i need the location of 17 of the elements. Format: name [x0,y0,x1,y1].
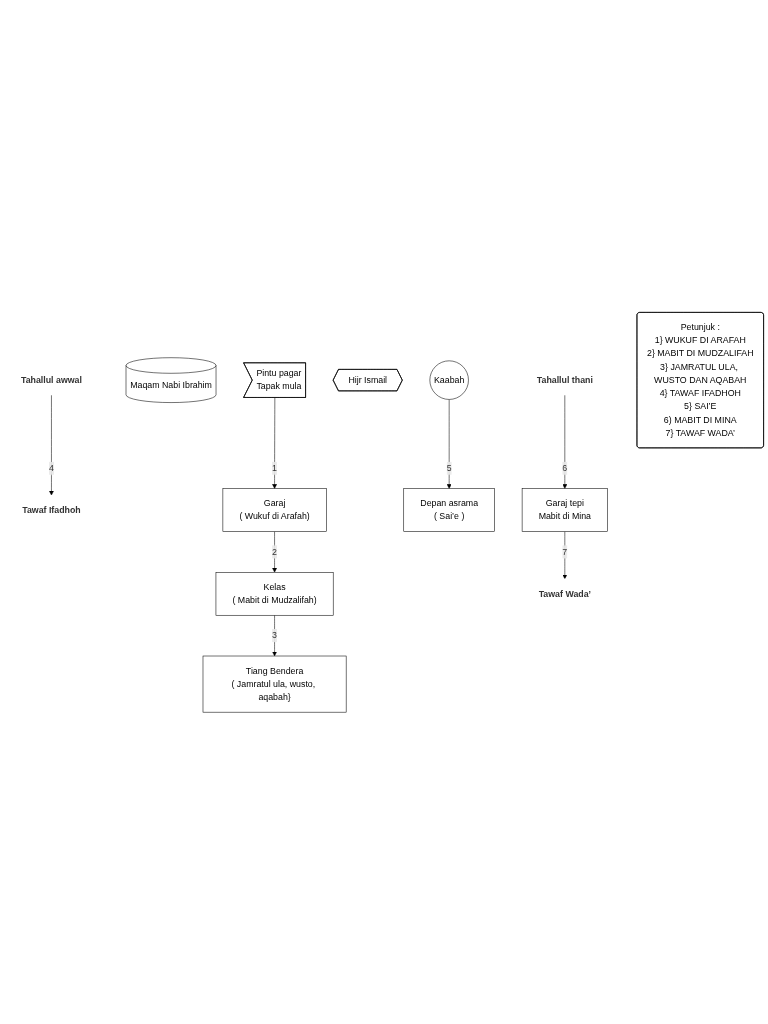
node-box: Garaj tepi Mabit di Mina [521,488,608,532]
node-text: Tahallul awwal [20,374,82,385]
edge-label: 1 [272,462,278,473]
node-text: Tawaf Wada’ [538,588,592,598]
edge-label: 2 [272,546,278,557]
node-text: Tawaf Ifadhoh [22,504,81,515]
node-box: Depan asrama ( Sai’e ) [403,488,495,532]
node-box: Garaj ( Wukuf di Arafah) [222,488,327,532]
node-box: Kelas ( Mabit di Mudzalifah) [215,571,334,616]
edge-label: 3 [272,630,278,640]
edge-label: 4 [48,462,54,473]
node-text: Tahallul thani [536,374,593,385]
edge-label: 7 [562,546,568,557]
edge-label: 6 [562,462,568,473]
node-box: Tiang Bendera ( Jamratul ula, wusto, aqabah} [202,655,347,713]
edge-label: 5 [446,462,452,473]
node-circle: Kaabah [429,360,469,400]
